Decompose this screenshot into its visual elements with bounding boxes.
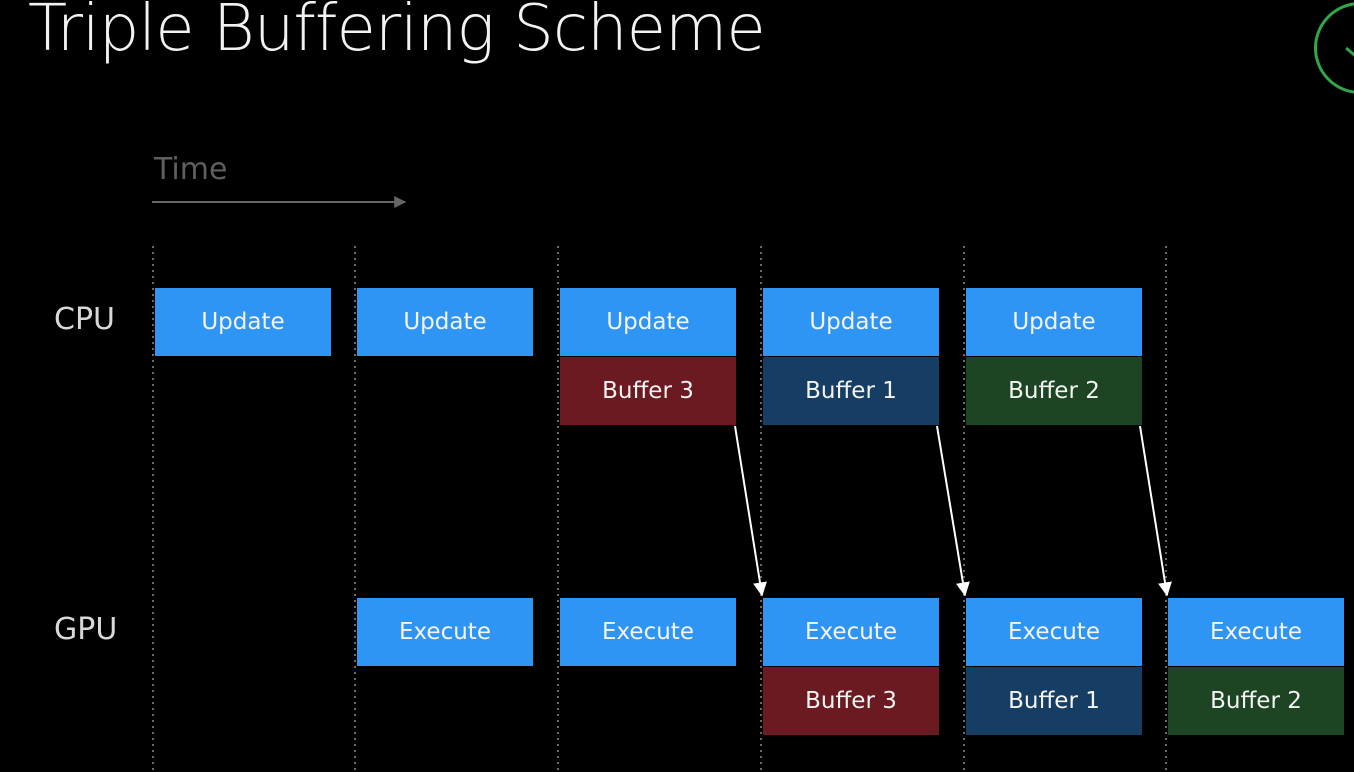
gpu-execute-block: Execute: [357, 598, 533, 666]
gpu-execute-block: Execute: [763, 598, 939, 666]
cpu-update-block: Update: [560, 288, 736, 356]
gpu-buffer-2-block: Buffer 2: [1168, 667, 1344, 735]
cpu-buffer-3-block: Buffer 3: [560, 357, 736, 425]
cpu-update-block: Update: [966, 288, 1142, 356]
buffer-1-handoff-arrow: [936, 425, 970, 597]
gpu-buffer-3-block: Buffer 3: [763, 667, 939, 735]
cpu-update-block: Update: [357, 288, 533, 356]
gpu-row-label: GPU: [54, 612, 118, 647]
buffer-2-handoff-arrow: [1139, 425, 1172, 597]
gpu-execute-block: Execute: [560, 598, 736, 666]
gpu-execute-block: Execute: [1168, 598, 1344, 666]
gpu-buffer-1-block: Buffer 1: [966, 667, 1142, 735]
time-axis-label: Time: [154, 152, 228, 187]
cpu-buffer-2-block: Buffer 2: [966, 357, 1142, 425]
cpu-update-block: Update: [763, 288, 939, 356]
slide-title: Triple Buffering Scheme: [28, 0, 766, 66]
cpu-update-block: Update: [155, 288, 331, 356]
buffer-3-handoff-arrow: [734, 425, 767, 597]
cpu-buffer-1-block: Buffer 1: [763, 357, 939, 425]
gpu-execute-block: Execute: [966, 598, 1142, 666]
cpu-row-label: CPU: [54, 302, 115, 337]
